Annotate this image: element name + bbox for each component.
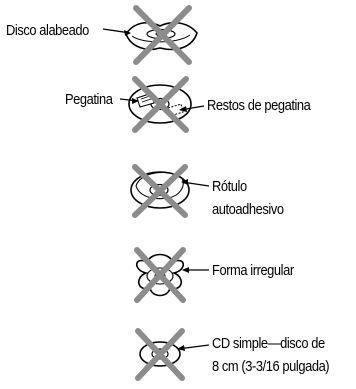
single-cd-drawing [135, 328, 210, 381]
irregular-disc-drawing [134, 247, 209, 303]
label-adhesive-label-line2: autoadhesivo [212, 201, 284, 218]
label-single-cd-line2: 8 cm (3-3/16 pulgada) [212, 358, 330, 375]
label-disc-drawing [130, 164, 210, 218]
label-sticker-residue: Restos de pegatina [207, 97, 311, 114]
cross-mark [132, 76, 189, 133]
cross-mark [134, 247, 186, 303]
label-adhesive-label-line1: Rótulo [212, 178, 247, 195]
label-single-cd-line1: CD simple—disco de [212, 335, 325, 352]
sticker-disc-drawing [119, 76, 205, 133]
label-warped-disc: Disco alabeado [6, 22, 89, 39]
label-sticker: Pegatina [65, 91, 113, 108]
label-irregular-shape: Forma irregular [212, 262, 294, 279]
warped-disc-drawing [102, 5, 198, 65]
cross-mark [135, 328, 185, 381]
cross-mark [132, 164, 188, 218]
cross-mark [133, 5, 192, 65]
